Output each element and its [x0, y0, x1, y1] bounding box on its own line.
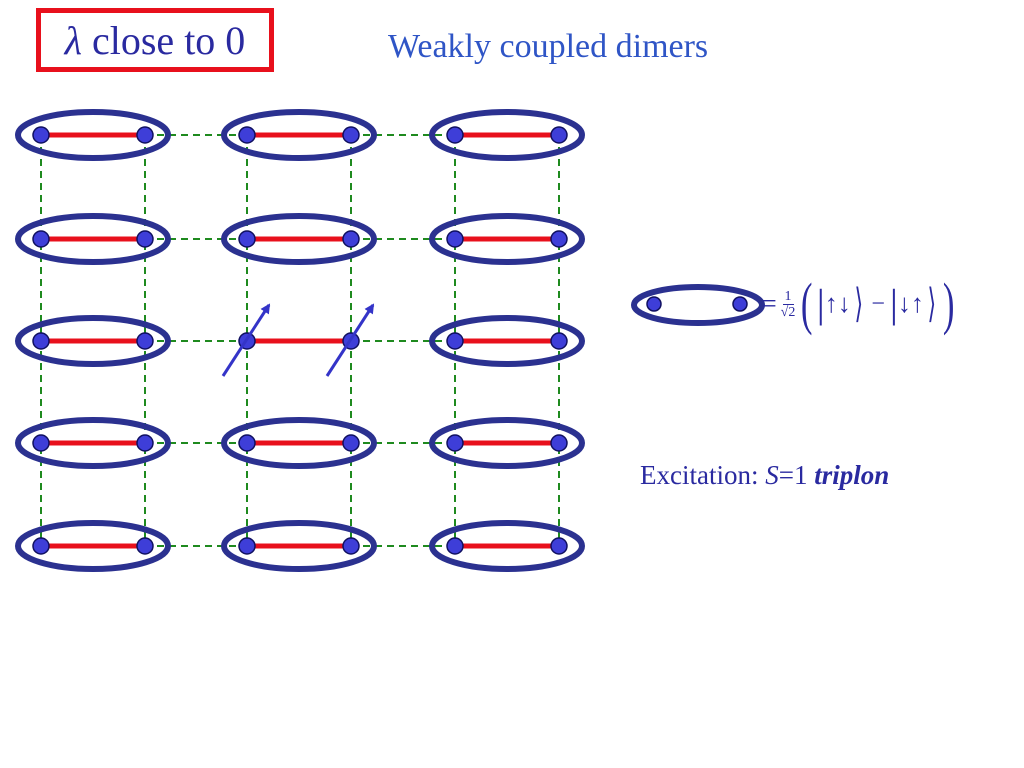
- spin-site: [446, 126, 464, 144]
- singlet-dimer: [221, 213, 377, 265]
- spin-site: [342, 434, 360, 452]
- singlet-dimer: [15, 213, 171, 265]
- spin-site: [550, 332, 568, 350]
- singlet-dimer: [221, 417, 377, 469]
- singlet-dimer: [15, 520, 171, 572]
- ket-down-up: |↓↑⟩: [889, 281, 936, 326]
- dimer-ellipse: [221, 213, 377, 265]
- spin-site: [32, 230, 50, 248]
- spin-site: [136, 230, 154, 248]
- singlet-dimer: [429, 109, 585, 161]
- ket-up-down: |↑↓⟩: [816, 281, 863, 326]
- singlet-dimer: [429, 520, 585, 572]
- dimer-ellipse: [221, 417, 377, 469]
- spin-site: [446, 230, 464, 248]
- spin-site: [446, 434, 464, 452]
- equals-sign: =: [762, 289, 777, 318]
- lambda-text: close to 0: [92, 17, 246, 63]
- dimer-ellipse: [15, 213, 171, 265]
- spin-site: [446, 332, 464, 350]
- spin-site: [238, 230, 256, 248]
- dimer-ellipse: [429, 417, 585, 469]
- spin-site: [446, 537, 464, 555]
- dimer-ellipse: [15, 520, 171, 572]
- singlet-dimer: [15, 315, 171, 367]
- singlet-dimer: [15, 109, 171, 161]
- right-paren: ): [943, 271, 955, 336]
- ket-down-up-content: ↓↑: [897, 289, 924, 318]
- excited-dimer: [221, 303, 375, 377]
- dimer-ellipse: [429, 520, 585, 572]
- dimer-ellipse: [15, 417, 171, 469]
- dimer-ellipse: [429, 213, 585, 265]
- lambda-label-box: λ close to 0: [36, 8, 274, 72]
- legend-dimer-ellipse: [631, 284, 765, 326]
- spin-site: [342, 537, 360, 555]
- singlet-formula: = 1 √2 ( |↑↓⟩ − |↓↑⟩ ): [762, 266, 959, 342]
- spin-site: [238, 537, 256, 555]
- spin-site: [550, 537, 568, 555]
- spin-symbol: S: [765, 460, 779, 490]
- spin-up-arrow-icon: [325, 303, 375, 377]
- singlet-dimer: [429, 213, 585, 265]
- spin-site: [550, 230, 568, 248]
- fraction-numerator: 1: [782, 288, 794, 305]
- spin-site: [550, 434, 568, 452]
- spin-site: [342, 126, 360, 144]
- excitation-prefix: Excitation:: [640, 460, 766, 490]
- dimer-ellipse: [15, 315, 171, 367]
- fraction-denominator: √2: [780, 304, 796, 320]
- singlet-dimer-legend-icon: [631, 284, 765, 326]
- page-title: Weakly coupled dimers: [388, 28, 709, 65]
- singlet-dimer: [429, 315, 585, 367]
- spin-value: =1: [778, 460, 815, 490]
- dimer-ellipse: [429, 109, 585, 161]
- spin-up-arrow-icon: [221, 303, 271, 377]
- singlet-dimer: [221, 109, 377, 161]
- spin-site: [32, 126, 50, 144]
- dimer-ellipse: [221, 109, 377, 161]
- ket-up-down-content: ↑↓: [824, 289, 851, 318]
- fraction: 1 √2: [781, 289, 796, 320]
- spin-site: [136, 434, 154, 452]
- spin-site: [238, 434, 256, 452]
- lambda-symbol: λ: [64, 17, 82, 63]
- dimer-ellipse: [221, 520, 377, 572]
- singlet-dimer: [15, 417, 171, 469]
- spin-site: [550, 126, 568, 144]
- dimer-lattice: [15, 109, 585, 572]
- triplon-word: triplon: [814, 460, 890, 490]
- spin-site: [342, 230, 360, 248]
- left-paren: (: [801, 271, 813, 336]
- singlet-dimer: [429, 417, 585, 469]
- spin-site: [32, 332, 50, 350]
- spin-site: [32, 434, 50, 452]
- spin-site: [136, 537, 154, 555]
- dimer-ellipse: [15, 109, 171, 161]
- spin-site: [32, 537, 50, 555]
- minus-sign: −: [871, 290, 885, 317]
- legend-spin-site: [646, 296, 662, 312]
- excitation-label: Excitation: S=1 triplon: [640, 460, 889, 491]
- spin-site: [136, 332, 154, 350]
- dimer-ellipse: [429, 315, 585, 367]
- spin-site: [136, 126, 154, 144]
- spin-site: [238, 126, 256, 144]
- singlet-dimer: [221, 520, 377, 572]
- legend-spin-site: [732, 296, 748, 312]
